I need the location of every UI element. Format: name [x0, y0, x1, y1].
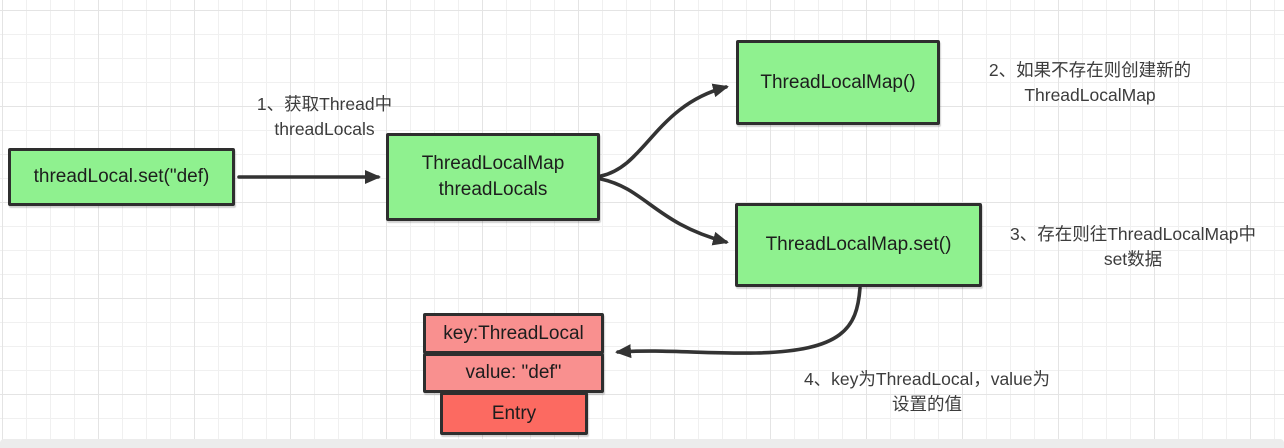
note-3-line1: 3、存在则往ThreadLocalMap中: [1009, 224, 1257, 244]
note-4: 4、key为ThreadLocal，value为 设置的值: [762, 367, 1092, 417]
bottom-window-edge: [0, 439, 1284, 448]
note-1: 1、获取Thread中 threadLocals: [222, 92, 427, 142]
node-entry-value: value: "def": [423, 353, 604, 393]
note-2-line2: ThreadLocalMap: [1024, 85, 1156, 105]
note-3-line2: set数据: [1103, 249, 1163, 269]
note-2-line1: 2、如果不存在则创建新的: [988, 60, 1192, 80]
note-1-line1: 1、获取Thread中: [256, 94, 393, 114]
node-threadlocals-line2: threadLocals: [438, 179, 548, 200]
node-threadlocalmap-ctor: ThreadLocalMap(): [736, 40, 940, 125]
node-entry-label: Entry: [491, 402, 537, 424]
note-1-line2: threadLocals: [274, 119, 375, 139]
node-entry-key: key:ThreadLocal: [423, 313, 604, 354]
arrow-threadlocals-to-mapset: [599, 177, 729, 246]
arrow-threadlocals-to-ctor: [599, 83, 729, 178]
note-4-line1: 4、key为ThreadLocal，value为: [803, 369, 1051, 389]
node-threadlocal-set: threadLocal.set("def): [8, 148, 235, 206]
node-threadlocals: ThreadLocalMap threadLocals: [386, 133, 600, 221]
node-threadlocalmap-ctor-label: ThreadLocalMap(): [760, 71, 916, 93]
node-entry-key-label: key:ThreadLocal: [443, 322, 584, 344]
node-threadlocal-set-label: threadLocal.set("def): [33, 166, 210, 187]
node-threadlocalmap-set-label: ThreadLocalMap.set(): [765, 234, 952, 255]
arrow-mapset-to-entry: [615, 286, 862, 359]
note-2: 2、如果不存在则创建新的 ThreadLocalMap: [945, 58, 1235, 108]
node-threadlocalmap-set: ThreadLocalMap.set(): [735, 203, 982, 287]
note-3: 3、存在则往ThreadLocalMap中 set数据: [983, 222, 1283, 272]
node-threadlocals-line1: ThreadLocalMap: [421, 153, 565, 174]
node-entry: Entry: [440, 392, 588, 435]
note-4-line2: 设置的值: [892, 394, 962, 414]
node-entry-value-label: value: "def": [465, 362, 562, 383]
